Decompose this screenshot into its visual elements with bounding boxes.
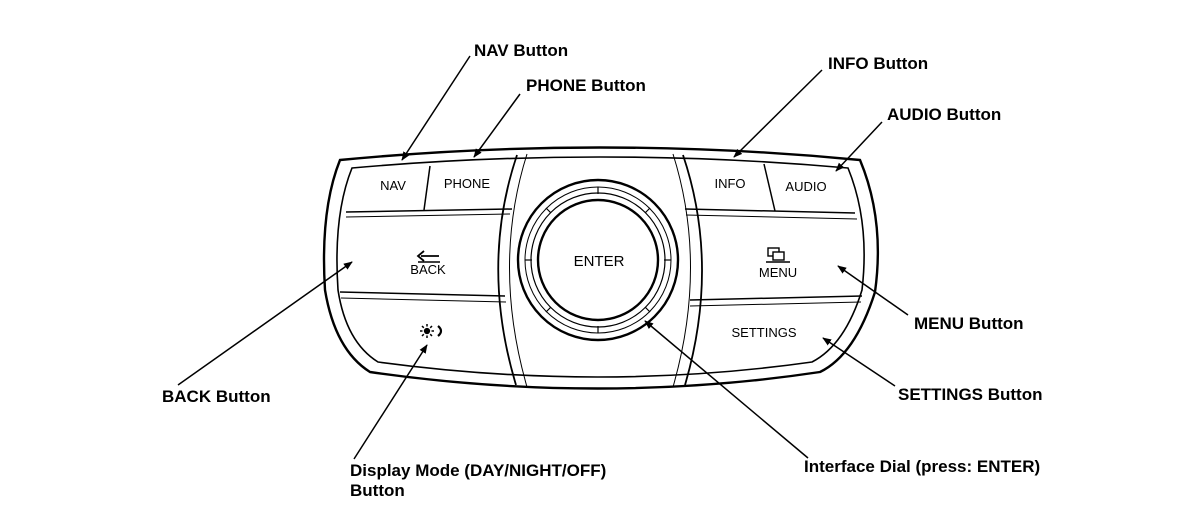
panel-inner-shell bbox=[336, 156, 865, 378]
back-button-label[interactable]: BACK bbox=[410, 262, 446, 277]
phone-button-label[interactable]: PHONE bbox=[444, 176, 491, 191]
enter-button-label[interactable]: ENTER bbox=[574, 253, 625, 270]
enter-button[interactable] bbox=[536, 198, 660, 322]
phone-button-callout: PHONE Button bbox=[526, 76, 646, 95]
nav-button-callout: NAV Button bbox=[474, 41, 569, 60]
nav-button-label[interactable]: NAV bbox=[380, 178, 406, 193]
back-button-callout: BACK Button bbox=[162, 387, 271, 406]
info-button-callout: INFO Button bbox=[828, 54, 929, 73]
settings-button-callout: SETTINGS Button bbox=[898, 385, 1043, 404]
leader-lines bbox=[177, 55, 909, 460]
back-arrow-icon bbox=[416, 250, 440, 263]
interface-dial-callout: Interface Dial (press: ENTER) bbox=[804, 457, 1041, 476]
sun-moon-icon[interactable] bbox=[420, 324, 443, 338]
display-mode-callout: Display Mode (DAY/NIGHT/OFF) Button bbox=[350, 461, 606, 501]
audio-button-label[interactable]: AUDIO bbox=[785, 179, 826, 194]
menu-button-callout: MENU Button bbox=[914, 314, 1024, 333]
menu-screens-icon bbox=[766, 247, 790, 263]
menu-button-label[interactable]: MENU bbox=[759, 265, 797, 280]
info-button-label[interactable]: INFO bbox=[714, 176, 745, 191]
audio-button-callout: AUDIO Button bbox=[887, 105, 1002, 124]
dial-ticks bbox=[525, 187, 671, 333]
display-mode-callout-line1: Display Mode (DAY/NIGHT/OFF) bbox=[350, 461, 607, 480]
settings-button-label[interactable]: SETTINGS bbox=[731, 325, 796, 340]
display-mode-callout-line2: Button bbox=[350, 481, 405, 500]
